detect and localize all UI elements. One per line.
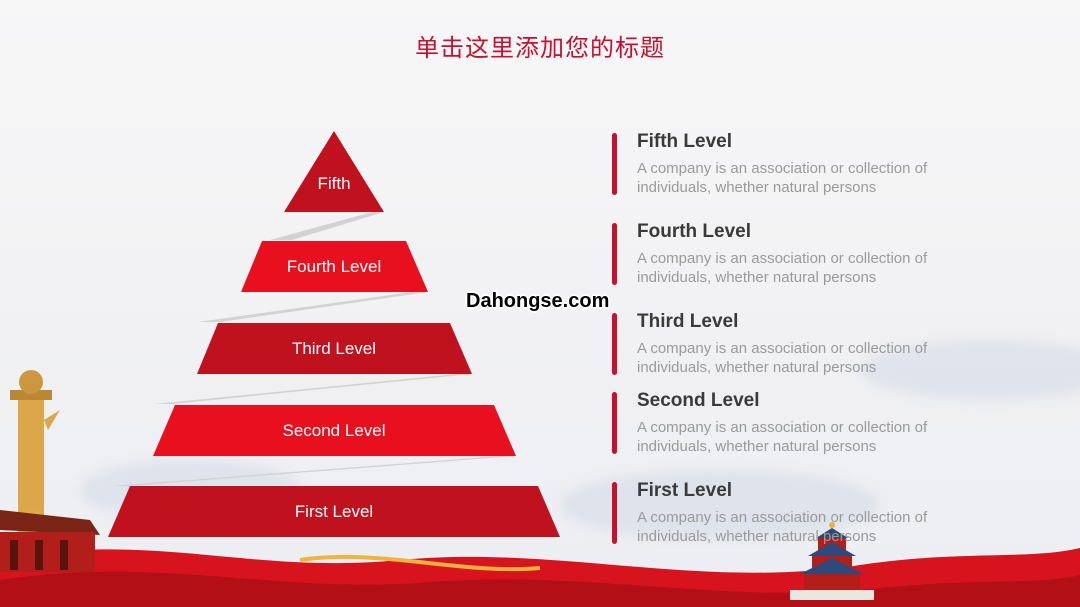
level-description[interactable]: A company is an association or collectio… [637, 160, 928, 196]
pyramid-shadow-4 [198, 292, 428, 322]
level-accent-bar [612, 223, 617, 285]
pyramid-tier-third [197, 323, 472, 374]
level-description[interactable]: A company is an association or collectio… [637, 509, 928, 545]
pyramid-tier-label: Fourth Level [286, 257, 382, 276]
level-title[interactable]: First Level [637, 480, 733, 501]
pyramid-shadow-5 [270, 212, 384, 240]
watermark-text: Dahongse.com [466, 290, 610, 312]
pyramid-tier-label: First Level [294, 502, 374, 521]
gold-ribbon-edge [299, 554, 541, 572]
level-description[interactable]: A company is an association or collectio… [637, 419, 928, 455]
pyramid-shadow-3 [154, 374, 472, 404]
pyramid-tier-label: Second Level [282, 421, 386, 440]
level-accent-bar [612, 133, 617, 195]
pyramid-tier-fourth [241, 241, 428, 292]
level-title[interactable]: Fifth Level [637, 131, 733, 152]
pyramid-tier-label: Third Level [291, 339, 377, 358]
level-title[interactable]: Second Level [637, 390, 760, 411]
page-title[interactable]: 单击这里添加您的标题 [415, 34, 665, 62]
level-title[interactable]: Fourth Level [637, 221, 752, 242]
gate-building [0, 510, 100, 572]
level-accent-bar [612, 392, 617, 454]
pyramid-tier-label: Fifth [317, 174, 351, 193]
pyramid-tier-first [108, 486, 560, 537]
pyramid-shadow-2 [110, 456, 516, 486]
pyramid-tier-fifth [284, 131, 384, 212]
background-cloud [860, 340, 1080, 400]
level-accent-bar [612, 482, 617, 544]
level-description[interactable]: A company is an association or collectio… [637, 250, 928, 286]
level-accent-bar [612, 313, 617, 375]
temple-of-heaven [790, 522, 874, 600]
level-title[interactable]: Third Level [637, 311, 739, 332]
pyramid-tier-second [153, 405, 516, 456]
level-description[interactable]: A company is an association or collectio… [637, 340, 928, 376]
